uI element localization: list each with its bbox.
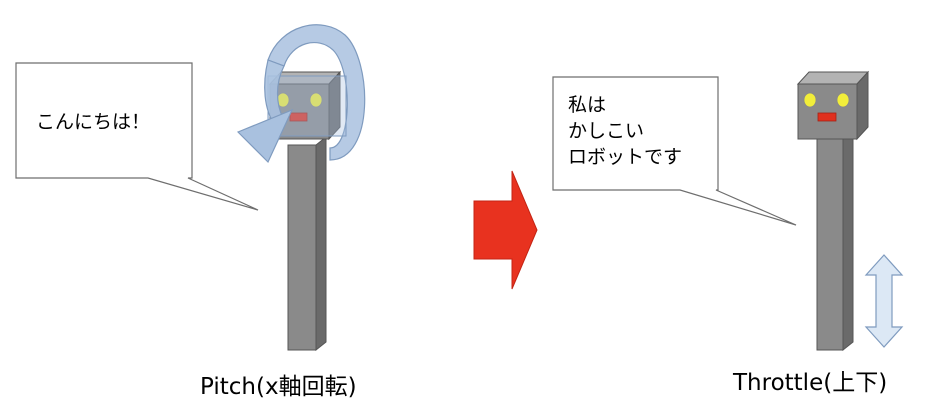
right-arrow-icon	[473, 170, 538, 290]
curved-rotation-arrow-icon	[236, 59, 294, 164]
left-panel: こんにちは！ Pitch(x軸回転)	[15, 24, 366, 400]
robot-pole-right	[816, 125, 854, 352]
speech-bubble-left: こんにちは！	[15, 62, 259, 211]
right-panel: 私はかしこいロボットです Throttle(上下)	[552, 70, 904, 396]
speech-line: こんにちは！	[36, 111, 150, 133]
robot-eye-right	[309, 92, 323, 108]
throttle-caption: Throttle(上下)	[732, 370, 887, 396]
speech-line: 私は	[568, 94, 606, 116]
robot-mouth	[817, 112, 837, 122]
speech-line: かしこい	[568, 120, 644, 142]
robot-eye-right	[836, 92, 850, 108]
pitch-caption: Pitch(x軸回転)	[200, 374, 357, 400]
speech-line: ロボットです	[568, 146, 682, 168]
robot-eye-left	[803, 92, 817, 108]
speech-text-left: こんにちは！	[36, 111, 150, 133]
robot-mouth	[289, 112, 308, 122]
robot-pole-left	[287, 135, 327, 352]
up-down-arrow-icon	[864, 254, 904, 348]
speech-bubble-right: 私はかしこいロボットです	[552, 76, 797, 226]
robot-head-left	[268, 70, 342, 141]
robot-head-right	[796, 70, 870, 141]
speech-text-right: 私はかしこいロボットです	[568, 94, 682, 168]
